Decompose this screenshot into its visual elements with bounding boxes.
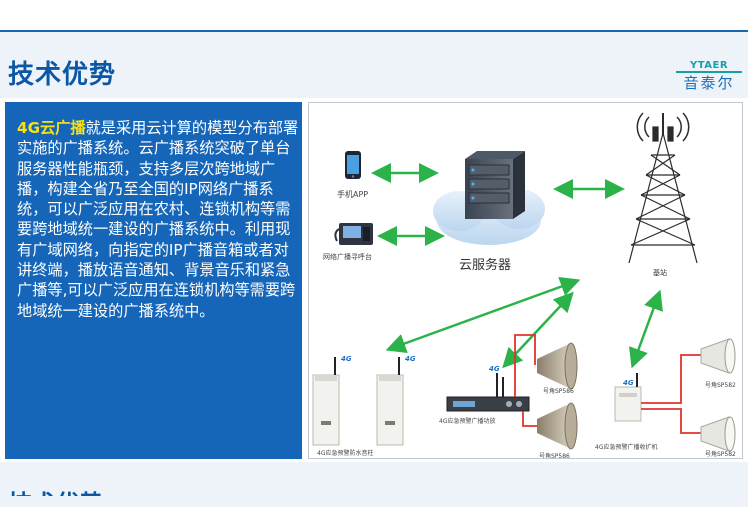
amplifier-badge: 4G [489, 365, 500, 373]
horn-speaker-4-icon [700, 416, 736, 452]
logo-name: 音泰尔 [683, 74, 735, 92]
cloud-server-label: 云服务器 [459, 257, 511, 273]
paging-console-icon [334, 223, 373, 245]
horn-speaker-3-label: 号角SP582 [705, 381, 736, 389]
speaker-column-label: 4G应急预警防水音柱 [317, 449, 373, 457]
horn-speaker-4-label: 号角SP582 [705, 450, 736, 458]
receiver-badge: 4G [623, 379, 634, 387]
amplifier-horn-2-wire [522, 411, 537, 427]
receiver-horn-1-wire [641, 354, 701, 404]
amplifier-icon [446, 373, 530, 412]
diagram-canvas: 手机APP 网络广播寻呼台 云服务器 [312, 112, 736, 460]
amplifier-horn-1-wire [514, 334, 536, 397]
horn-speaker-2-icon [537, 402, 578, 450]
description-text: 4G云广播就是采用云计算的模型分布部署实施的广播系统。云广播系统突破了单台服务器… [17, 118, 299, 321]
description-panel: 4G云广播就是采用云计算的模型分布部署实施的广播系统。云广播系统突破了单台服务器… [5, 102, 302, 459]
horn-speaker-3-icon [700, 338, 736, 374]
system-diagram: 手机APP 网络广播寻呼台 云服务器 [308, 102, 743, 460]
paging-console-label: 网络广播寻呼台 [323, 252, 372, 261]
logo-underline [676, 71, 742, 73]
receiver-horn-2-wire [641, 408, 701, 434]
page-title: 技术优势 [8, 60, 117, 90]
base-station-label: 基站 [653, 268, 667, 277]
phone-app-icon [345, 151, 361, 179]
base-station-tower-icon [628, 112, 698, 264]
next-slide-title: 技术优势 [8, 484, 104, 496]
top-rule [0, 0, 748, 32]
brand-logo: YTAER 音泰尔 [676, 60, 742, 100]
tower-receiver-arrow [629, 289, 663, 369]
description-highlight: 4G云广播 [17, 119, 86, 137]
speaker-column-1-badge: 4G [341, 355, 352, 363]
speaker-column-1-icon [312, 357, 340, 446]
horn-speaker-1-icon [537, 342, 578, 390]
amplifier-label: 4G应急预警广播功放 [439, 417, 495, 425]
logo-mark: YTAER [689, 60, 729, 71]
description-body: 就是采用云计算的模型分布部署实施的广播系统。云广播系统突破了单台服务器性能瓶颈，… [17, 119, 299, 320]
phone-app-label: 手机APP [337, 189, 368, 199]
server-amplifier-arrow [502, 291, 574, 369]
next-slide-peek: 技术优势 [0, 462, 748, 507]
receiver-icon [614, 373, 642, 422]
horn-speaker-1-label: 号角SP586 [543, 387, 574, 395]
speaker-column-2-icon [376, 357, 404, 446]
server-column-arrow [385, 277, 581, 353]
horn-speaker-2-label: 号角SP586 [539, 452, 570, 458]
receiver-label: 4G应急预警广播收扩机 [595, 443, 657, 451]
cloud-server-icon [433, 151, 545, 245]
speaker-column-2-badge: 4G [405, 355, 416, 363]
slide-header: 技术优势 YTAER 音泰尔 [0, 32, 748, 98]
